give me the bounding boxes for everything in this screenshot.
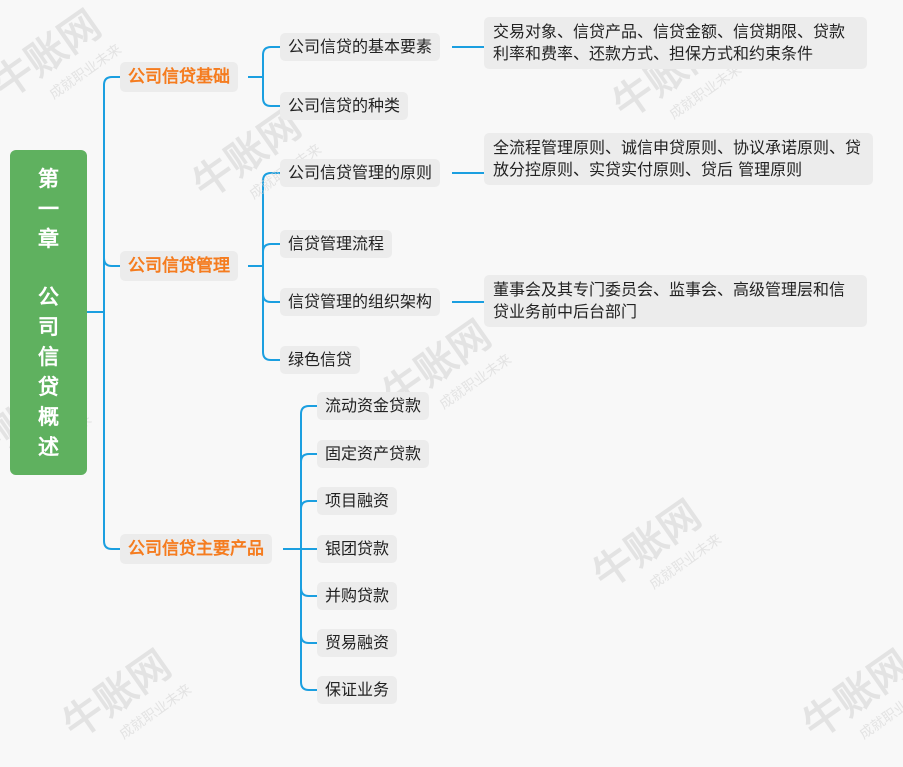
root-char: 司: [38, 315, 59, 339]
branch-credit-products[interactable]: 公司信贷主要产品: [120, 534, 272, 564]
connector-branch-child: [262, 266, 280, 303]
connector-branch-child: [300, 453, 317, 549]
product-working-capital-loan[interactable]: 流动资金贷款: [317, 392, 430, 420]
connector-branch-child: [300, 405, 317, 549]
branch-credit-management[interactable]: 公司信贷管理: [120, 251, 238, 281]
root-char: 第: [38, 167, 59, 191]
root-char: 章: [38, 227, 59, 251]
product-fixed-asset-loan[interactable]: 固定资产贷款: [317, 440, 430, 468]
connector-lines: [87, 46, 484, 691]
connector-branch-child: [300, 500, 317, 549]
topic-org-structure[interactable]: 信贷管理的组织架构: [280, 288, 441, 316]
connector-branch-child: [262, 46, 280, 77]
topic-green-credit[interactable]: 绿色信贷: [280, 346, 361, 374]
product-syndicated-loan[interactable]: 银团贷款: [317, 535, 398, 563]
root-node[interactable]: 第 一 章 公 司 信 贷 概 述: [10, 150, 87, 475]
connector-branch-child: [262, 172, 280, 266]
product-guarantee-business[interactable]: 保证业务: [317, 676, 398, 704]
topic-basic-elements[interactable]: 公司信贷的基本要素: [280, 33, 441, 61]
detail-org-structure[interactable]: 董事会及其专门委员会、监事会、高级管理层和信贷业务前中后台部门: [484, 275, 867, 327]
root-char: 一: [38, 197, 59, 221]
topic-credit-types[interactable]: 公司信贷的种类: [280, 92, 409, 120]
connector-root-branch: [103, 312, 120, 550]
topic-management-process[interactable]: 信贷管理流程: [280, 230, 393, 258]
branch-credit-basics[interactable]: 公司信贷基础: [120, 62, 238, 92]
connector-branch-child: [262, 266, 280, 361]
connector-branch-child: [262, 77, 280, 107]
connector-root-branch: [103, 76, 120, 312]
connector-root-branch: [103, 257, 120, 312]
detail-management-principles[interactable]: 全流程管理原则、诚信申贷原则、协议承诺原则、贷放分控原则、实贷实付原则、贷后 管…: [484, 133, 873, 185]
topic-management-principles[interactable]: 公司信贷管理的原则: [280, 159, 441, 187]
product-trade-financing[interactable]: 贸易融资: [317, 629, 398, 657]
connector-branch-child: [300, 549, 317, 691]
product-project-financing[interactable]: 项目融资: [317, 487, 398, 515]
root-char: 贷: [38, 375, 59, 399]
root-char: 述: [38, 435, 59, 459]
root-char: 信: [38, 345, 59, 369]
root-char: 公: [38, 285, 59, 309]
connector-branch-child: [300, 549, 317, 597]
connector-branch-child: [262, 243, 280, 266]
root-char: 概: [38, 405, 59, 429]
product-ma-loan[interactable]: 并购贷款: [317, 582, 398, 610]
detail-basic-elements[interactable]: 交易对象、信贷产品、信贷金额、信贷期限、贷款利率和费率、还款方式、担保方式和约束…: [484, 17, 867, 69]
